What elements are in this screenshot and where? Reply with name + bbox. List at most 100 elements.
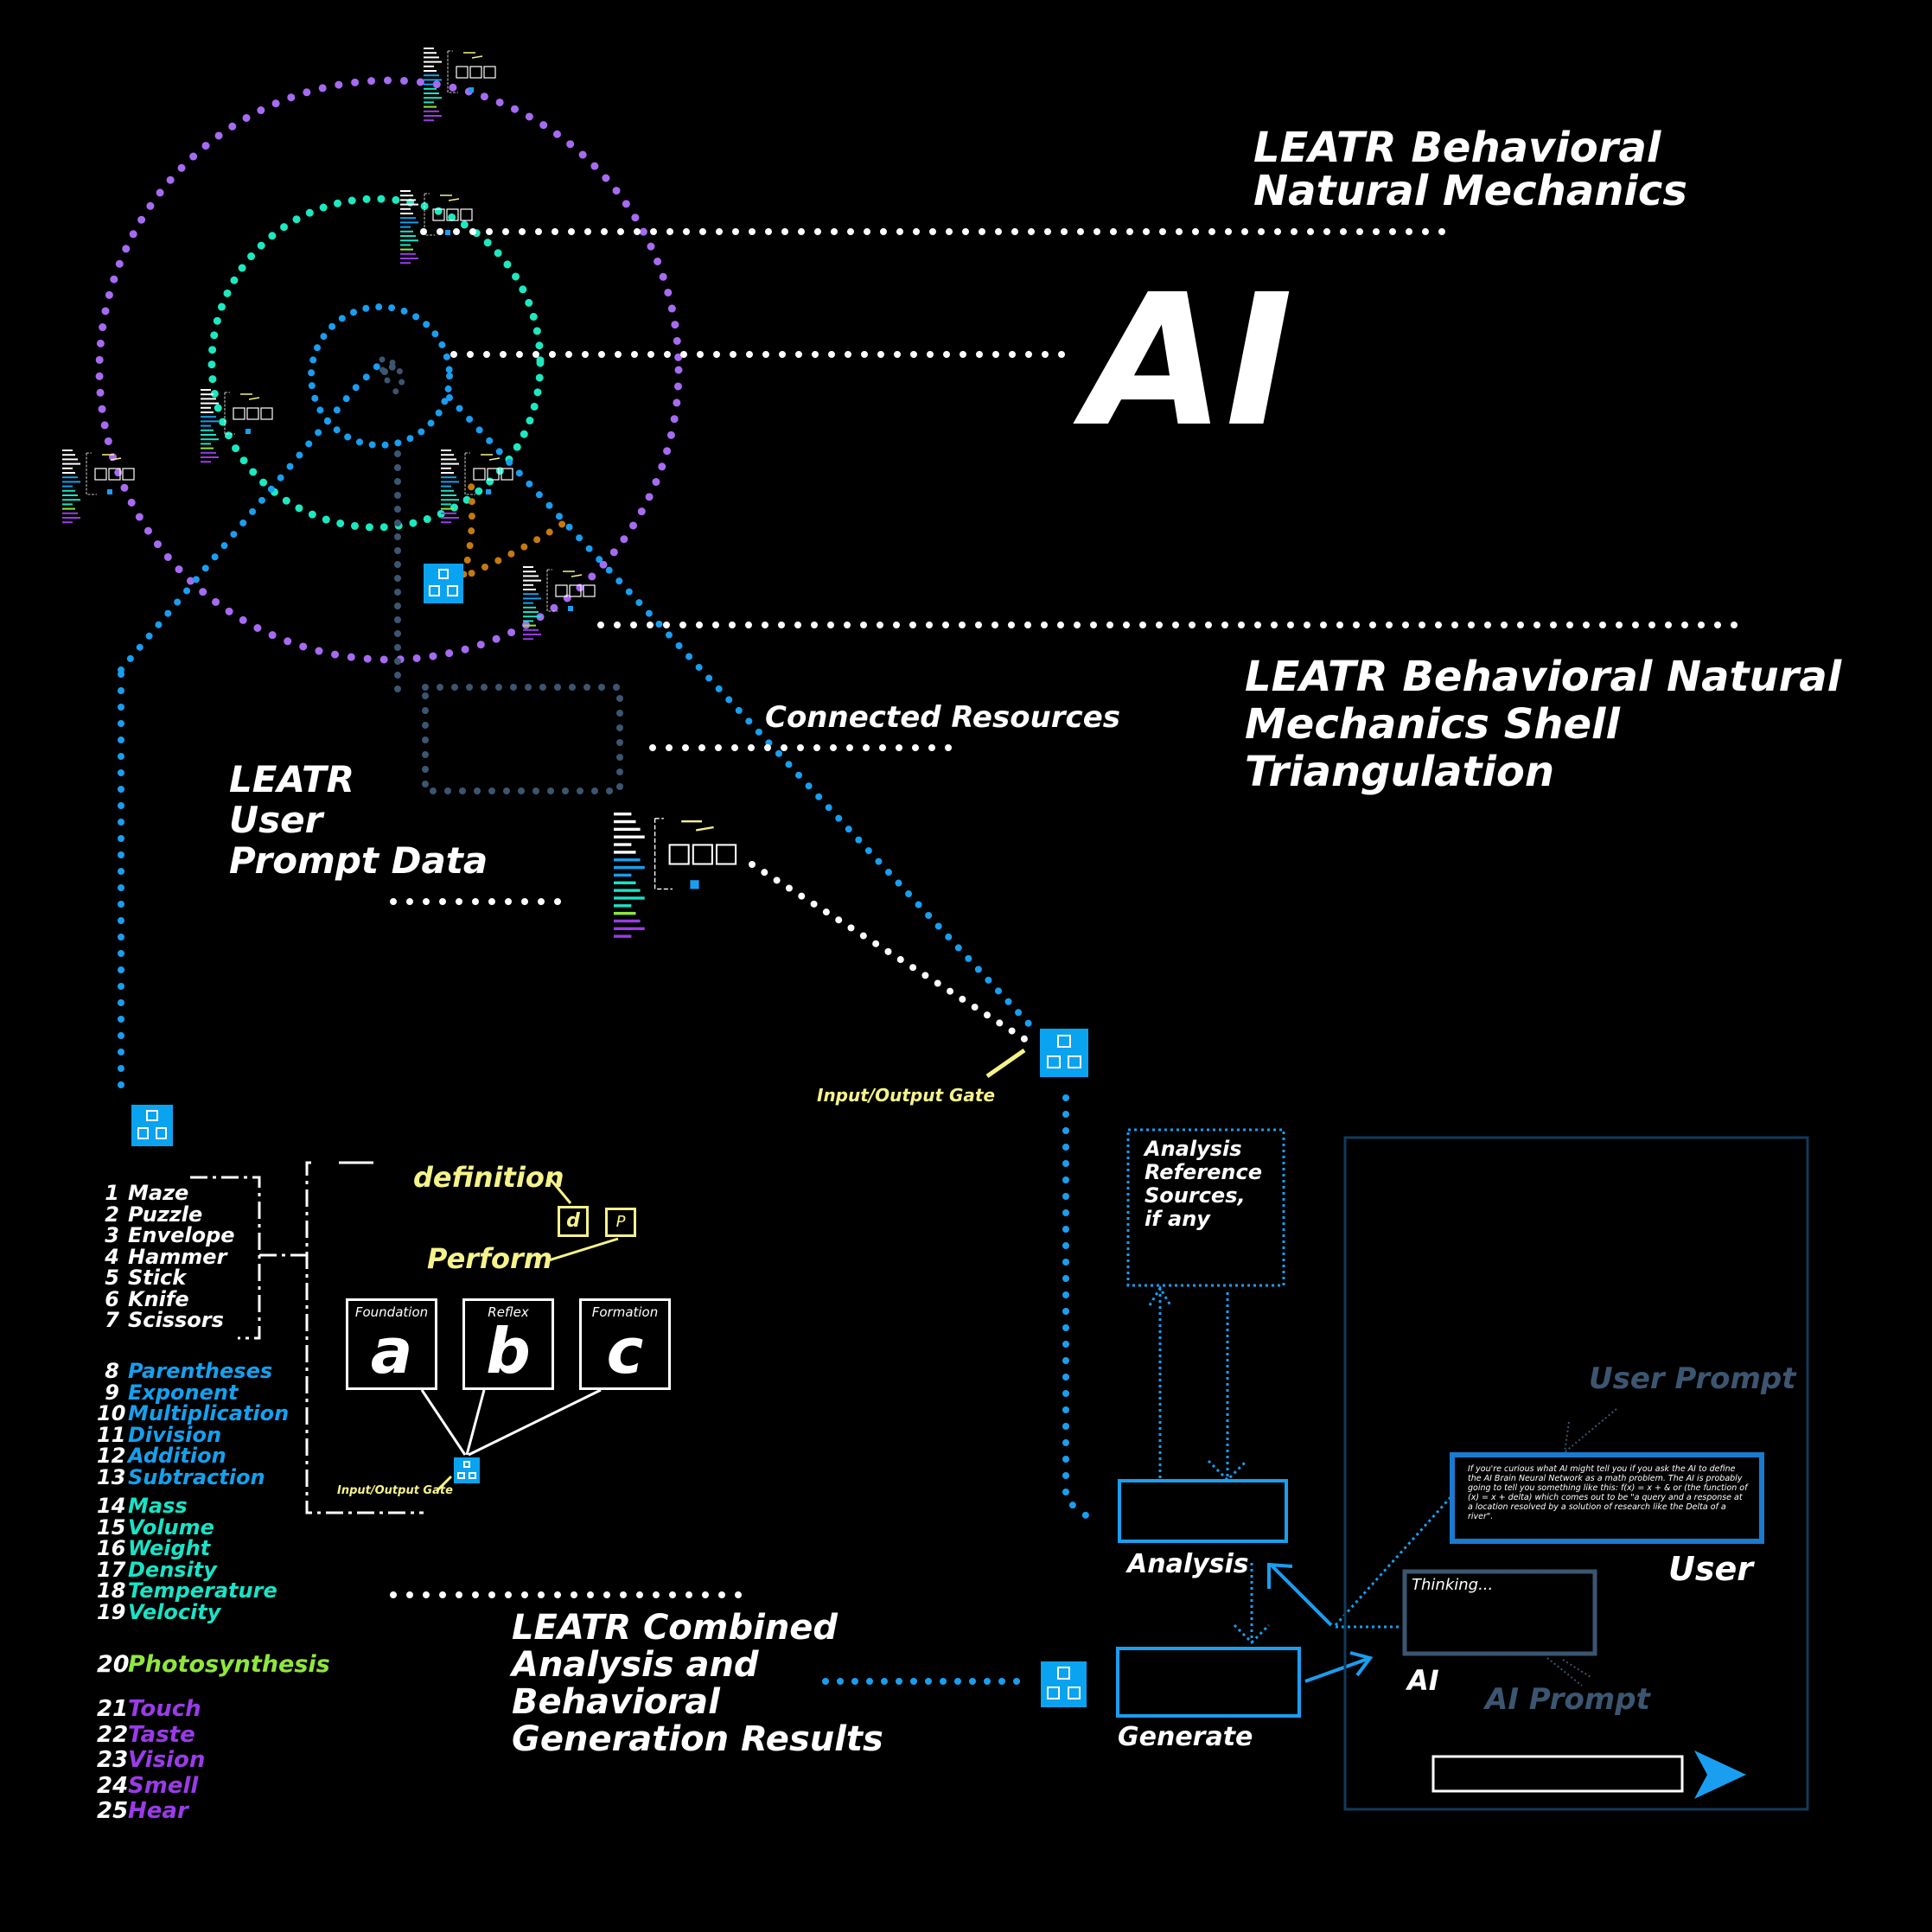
card-reflex-letter: b [486,1315,531,1387]
mini-diagram [400,190,473,265]
shell-line2: Mechanics Shell [1245,700,1620,749]
send-icon[interactable] [1694,1750,1746,1799]
list-item-label: Weight [128,1536,211,1560]
blue-diagonal-right [446,394,1041,1036]
perform-p-box: P [605,1208,636,1237]
blue-diagonal-left [118,360,384,673]
shell-line1: LEATR Behavioral Natural [1245,653,1842,701]
combined-line4: Generation Results [512,1719,883,1759]
user-prompt-data-line2: User [229,799,323,841]
list-item-number: 14 [97,1494,126,1518]
list-item-label: Puzzle [128,1202,203,1227]
arrow-analysis-to-ref [1148,1285,1172,1478]
list-item-label: Exponent [128,1380,239,1405]
list-item-label: Velocity [128,1599,221,1624]
legend-bracket-main [305,1161,424,1514]
connected-resources-label: Connected Resources [765,700,1120,735]
card-c-link [468,1388,602,1457]
dotted-to-user [1334,1494,1454,1627]
list-item-number: 23 [97,1747,129,1773]
mini-diagram [201,389,273,463]
list-item-label: Taste [128,1721,195,1748]
list-green: 20Photosynthesis [97,1653,330,1676]
combined-line2: Analysis and [512,1645,759,1685]
ai-label: AI [1085,255,1293,467]
list-item-number: 2 [105,1202,119,1227]
gate-square [1057,1034,1071,1049]
list-item-label: Density [128,1557,217,1582]
gate-square [1046,1055,1061,1069]
gate-icon-left [131,1105,173,1146]
list-item-number: 24 [97,1772,129,1799]
orange-connector [455,481,574,591]
list-item-number: 25 [97,1798,129,1824]
card-foundation-caption: Foundation [354,1304,429,1320]
user-prompt-heading: User Prompt [1589,1361,1796,1396]
analysis-ref-line4: if any [1145,1207,1210,1231]
list-item-label: Smell [128,1772,199,1799]
mini-diagram [62,450,135,524]
list-item: 21Touch [97,1696,205,1723]
perform-leader [548,1237,619,1262]
analysis-box[interactable] [1118,1479,1288,1543]
list-item-number: 15 [97,1514,126,1540]
list-item-label: Temperature [128,1578,277,1603]
generate-box[interactable] [1116,1647,1301,1718]
chat-panel [1343,1136,1809,1811]
list-item-number: 12 [97,1444,126,1468]
white-line-prompt-gate [749,861,1032,1045]
gate-square [437,568,450,580]
analysis-ref-line3: Sources, [1145,1183,1246,1208]
chat-input[interactable] [1431,1755,1684,1793]
list-item-label: Envelope [128,1223,235,1247]
list-item-number: 7 [105,1308,119,1332]
gate-icon-center [424,564,463,603]
list-item-label: Touch [128,1696,201,1722]
analysis-ref-line2: Reference [1145,1160,1262,1184]
list-item: 23Vision [97,1747,206,1774]
ai-message-box [1402,1569,1597,1656]
combined-line3: Behavioral [512,1682,720,1722]
list-item-number: 8 [105,1359,119,1383]
shell-line3: Triangulation [1245,748,1555,796]
outer-purple-circle [95,76,683,664]
arrow-to-ai [1304,1651,1374,1683]
list-item-number: 1 [105,1181,119,1205]
list-item: 7 Scissors [97,1310,235,1331]
gate-square [457,1471,465,1479]
list-item-label: Hammer [128,1244,227,1269]
gate-square [469,1471,476,1479]
legend-gate-label: Input/Output Gate [337,1484,453,1497]
legend-bracket-left [190,1176,307,1340]
inner-hook [378,356,405,397]
list-item-label: Vision [128,1747,206,1773]
card-reflex: Reflex b [462,1298,554,1390]
card-formation-caption: Formation [591,1304,659,1320]
user-prompt-data-line1: LEATR [229,758,354,800]
list-item-number: 10 [97,1401,126,1425]
list-item-label: Subtraction [128,1464,265,1489]
mini-diagram [614,813,737,938]
definition-leader [547,1176,572,1204]
user-message-text: If you're curious what AI might tell you… [1468,1464,1748,1521]
ai-prompt-pointer [1546,1657,1591,1687]
list-item: 20Photosynthesis [97,1653,330,1676]
ai-prompt-heading: AI Prompt [1485,1682,1650,1717]
list-item-number: 11 [97,1422,126,1447]
list-item-label: Scissors [128,1308,224,1332]
gate-icon-legend [454,1457,480,1483]
user-message-box [1450,1452,1764,1544]
io-gate-label: Input/Output Gate [817,1085,996,1106]
grey-spiral [379,362,401,704]
